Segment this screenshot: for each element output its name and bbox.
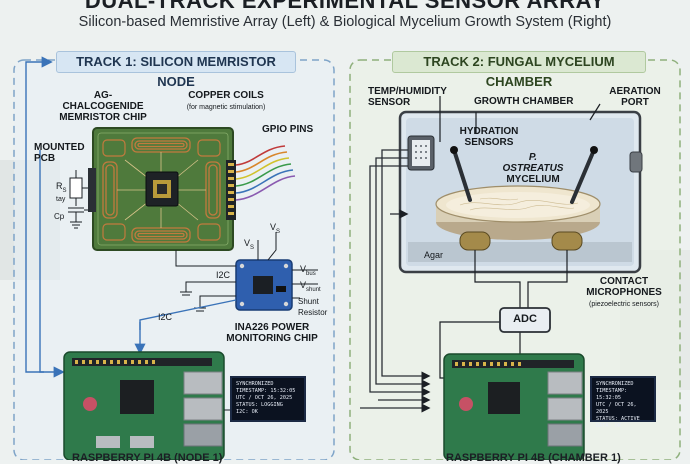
oled-display-node1: SYNCHRONIZED TIMESTAMP: 15:32:05 UTC / O… (230, 376, 306, 422)
temp-humidity-label: TEMP/HUMIDITY SENSOR (368, 86, 447, 108)
coils-title: COPPER COILS (188, 90, 264, 101)
agar-label: Agar (424, 250, 444, 260)
vshunt-label: Vshunt (300, 280, 321, 296)
vshunt-text: V (300, 280, 307, 290)
chamber1-bottom-label: RASPBERRY PI 4B (CHAMBER 1) (446, 452, 621, 464)
hydration-probes (450, 146, 598, 204)
rs-sub: S (62, 187, 67, 194)
memristor-pcb (92, 127, 234, 251)
oled1-line: TIMESTAMP: 15:32:05 (236, 388, 296, 394)
track2-header: TRACK 2: FUNGAL MYCELIUM CHAMBER (392, 51, 646, 89)
tay-label: tay (56, 196, 66, 203)
pcb-label: MOUNTED PCB (34, 142, 85, 164)
oled2-line: TIMESTAMP: 15:32:05 (596, 388, 628, 401)
coils-note: (for magnetic stimulation) (186, 104, 266, 111)
contact-mic-note: (piezoelectric sensors) (588, 301, 660, 308)
species-name: P. OSTREATUS (502, 152, 564, 174)
contact-mic-label: CONTACT MICROPHONES (piezoelectric senso… (574, 276, 674, 310)
aeration-port-label: AERATION PORT (609, 86, 661, 108)
copper-coil-top (131, 137, 191, 153)
oled-display-chamber1: SYNCHRONIZED TIMESTAMP: 15:32:05 UTC / O… (590, 376, 656, 429)
oled2-line: STATUS: ACTIVE (596, 416, 640, 422)
track1-header: TRACK 1: SILICON MEMRISTOR NODE (56, 51, 296, 89)
oled2-line: UTC / OCT 26, 2025 (596, 402, 637, 415)
contact-mic-title: CONTACT MICROPHONES (586, 276, 662, 298)
petri-dish (435, 185, 601, 240)
vs-right-sub: S (276, 228, 281, 235)
node1-bottom-label: RASPBERRY PI 4B (NODE 1) (72, 452, 223, 464)
pcb-connector (88, 168, 96, 212)
page-title: DUAL-TRACK EXPERIMENTAL SENSOR ARRAY (84, 0, 606, 13)
raspberry-pi-node1 (63, 351, 225, 460)
aeration-port (629, 151, 643, 173)
vshunt-sub: shunt (306, 286, 321, 293)
species-label: P. OSTREATUS MYCELIUM (498, 152, 568, 185)
oled1-line: SYNCHRONIZED (236, 381, 274, 387)
vs-left-text: V (244, 238, 251, 248)
vbus-text: V (300, 264, 307, 274)
shunt-resistor-label: Shunt Resistor (298, 297, 328, 317)
coils-label: COPPER COILS (for magnetic stimulation) (176, 90, 276, 113)
vs-right-label: VS (270, 222, 280, 238)
vs-left-label: VS (244, 238, 254, 254)
mycelium-name: MYCELIUM (506, 174, 560, 185)
chip-label: AG-CHALCOGENIDE MEMRISTOR CHIP (59, 90, 147, 123)
adc-label: ADC (513, 313, 537, 325)
temp-humidity-sensor (407, 135, 435, 171)
i2c-top-label: I2C (216, 270, 231, 280)
i2c-left-label: I2C (158, 312, 173, 322)
oled1-line: STATUS: LOGGING (236, 402, 283, 408)
side-components (68, 170, 93, 229)
pcb-pin-header (226, 160, 236, 220)
oled1-line: I2C: OK (236, 409, 258, 415)
ina226-module (235, 259, 293, 311)
vbus-label: Vbus (300, 264, 316, 280)
page-subtitle: Silicon-based Memristive Array (Left) & … (78, 14, 612, 30)
raspberry-pi-chamber1 (443, 353, 585, 460)
contact-microphones (459, 231, 583, 251)
left-return-line (25, 56, 53, 373)
growth-chamber-label: GROWTH CHAMBER (474, 96, 574, 107)
rs-text: R (56, 181, 63, 191)
hydration-sensors-label: HYDRATION SENSORS (459, 126, 519, 148)
adc-box (499, 307, 551, 333)
cp-label: Cp (54, 212, 65, 221)
oled2-line: DATA: OK (596, 423, 621, 429)
vs-left-sub: S (250, 244, 255, 251)
power-chip-label: INA226 POWER MONITORING CHIP (226, 322, 318, 344)
gpio-wires (235, 145, 296, 201)
vbus-sub: bus (306, 270, 316, 277)
gpio-label: GPIO PINS (262, 124, 314, 135)
oled2-line: SYNCHRONIZED (596, 381, 634, 387)
rs-label: RS (56, 181, 67, 197)
oled1-line: UTC / OCT 26, 2025 (236, 395, 293, 401)
vs-right-text: V (270, 222, 277, 232)
